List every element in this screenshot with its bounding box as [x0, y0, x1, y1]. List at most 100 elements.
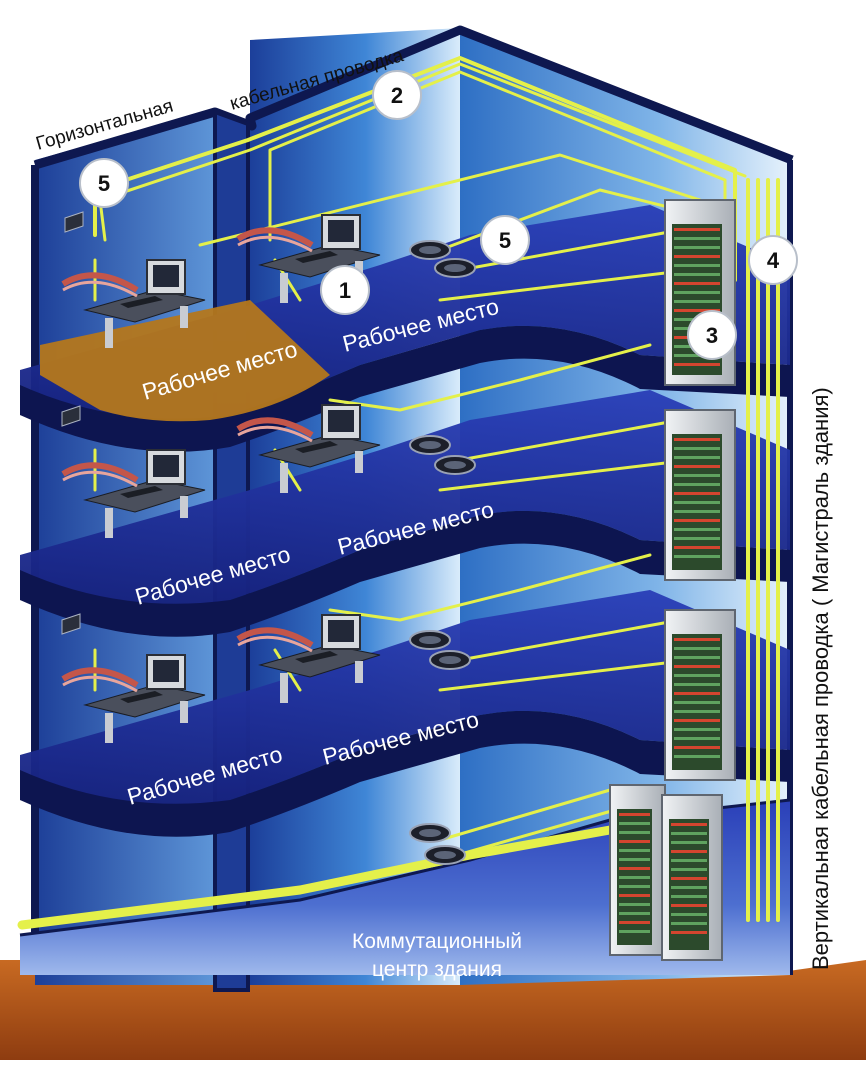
- workstation-4-desk-leg: [355, 451, 363, 473]
- workstation-1-patch-cord: [61, 272, 139, 293]
- rack-basement-a-unit: [619, 849, 650, 852]
- rack-floor-2-unit: [674, 474, 720, 477]
- rack-floor-3-unit: [674, 300, 720, 303]
- workstation-1-keyboard: [120, 296, 163, 308]
- rack-floor-3-unit: [674, 354, 720, 357]
- rack-floor-2-unit: [674, 447, 720, 450]
- marker-circle-1: [320, 265, 370, 315]
- floor-2-edge: [20, 510, 790, 637]
- items-group: [61, 211, 476, 865]
- workstation-5-screen: [153, 660, 179, 682]
- rack-floor-2-unit: [674, 510, 720, 513]
- rack-floor-1-unit: [674, 656, 720, 659]
- rack-floor-3-unit: [674, 237, 720, 240]
- marker-number-2: 2: [391, 83, 403, 108]
- workstation-1-desk: [83, 289, 206, 323]
- rack-floor-1-unit: [674, 728, 720, 731]
- rack-floor-3-unit: [674, 291, 720, 294]
- rack-floor-1: [664, 609, 736, 781]
- marker-number-4: 4: [767, 248, 780, 273]
- floor-cable-c-2: [328, 553, 652, 622]
- rack-basement-a-unit: [619, 822, 650, 825]
- rack-basement-b-unit: [671, 922, 707, 925]
- rack-basement-a-unit: [619, 858, 650, 861]
- workstation-3-patch-cord: [61, 462, 139, 483]
- rack-floor-1-unit: [674, 683, 720, 686]
- workstation-6-patch-cord: [236, 627, 314, 648]
- workstation-1-patch-cord: [62, 280, 138, 298]
- rack-floor-3-unit: [674, 309, 720, 312]
- workstation-3-keyboard: [120, 486, 163, 498]
- rack-basement-a-unit: [619, 930, 650, 933]
- vertical-caption: Вертикальная кабельная проводка ( Магист…: [808, 387, 833, 970]
- workstation-1-screen: [153, 265, 179, 287]
- workstation-3-desk-leg: [105, 508, 113, 538]
- rack-basement-b-unit: [671, 886, 707, 889]
- workstation-5-desk: [83, 684, 206, 718]
- rack-basement-b-unit: [671, 859, 707, 862]
- rack-basement-b-unit: [671, 868, 707, 871]
- floor-outlet-4-core: [419, 441, 441, 449]
- floor-cable-b-2: [438, 458, 692, 492]
- rack-basement-b-front: [669, 819, 709, 950]
- workstation-2-patch-cord: [236, 227, 314, 248]
- workstation-6-desk: [258, 644, 381, 678]
- floor-outlet-5-core: [439, 656, 461, 664]
- floor-outlet-6-core: [419, 636, 441, 644]
- rack-basement-b-unit: [671, 877, 707, 880]
- workstation-4-keyboard: [295, 441, 338, 453]
- rack-floor-1-unit: [674, 710, 720, 713]
- rack-basement-a-unit: [619, 885, 650, 888]
- marker-number-1: 1: [339, 278, 351, 303]
- floor-outlet-3-core: [444, 461, 466, 469]
- floor-outlet-1-core: [444, 264, 466, 272]
- workstation-4-patch-cord: [237, 425, 313, 443]
- rack-floor-1-unit: [674, 719, 720, 722]
- rack-floor-3: [664, 199, 736, 386]
- rack-floor-2-unit: [674, 456, 720, 459]
- floor-outlet-2-core: [419, 246, 441, 254]
- workstation-6-desk-leg: [280, 673, 288, 703]
- rack-floor-2-unit: [674, 537, 720, 540]
- floor-cable-a-2: [458, 418, 682, 462]
- floor-outlet-8-core: [419, 829, 441, 837]
- floor-3-surface: [20, 590, 790, 815]
- marker-circle-4: [748, 235, 798, 285]
- basement-cable-a: [438, 788, 612, 842]
- rack-floor-1-unit: [674, 647, 720, 650]
- workstation-6-patch-cord: [237, 635, 313, 653]
- workstation-1: [61, 259, 206, 348]
- floor-1-edge: [20, 325, 790, 452]
- rack-floor-1-unit: [674, 755, 720, 758]
- rack-basement-a: [609, 784, 666, 956]
- rack-floor-2-unit: [674, 528, 720, 531]
- workstation-5-desk-leg: [180, 701, 188, 723]
- workstation-1-desk-leg: [180, 306, 188, 328]
- marker-circle-2: [372, 70, 422, 120]
- marker-number-3: 3: [706, 323, 718, 348]
- workstation-2-keyboard: [295, 251, 338, 263]
- rack-floor-3-unit: [674, 246, 720, 249]
- workstation-3-desk: [83, 479, 206, 513]
- rack-floor-3-unit: [674, 363, 720, 366]
- workstation-5-patch-cord: [62, 675, 138, 693]
- workstation-3-screen: [153, 455, 179, 477]
- rack-basement-a-unit: [619, 867, 650, 870]
- workstation-5-desk-leg: [105, 713, 113, 743]
- rack-floor-1-unit: [674, 737, 720, 740]
- rack-floor-2-unit: [674, 483, 720, 486]
- rack-basement-b-unit: [671, 913, 707, 916]
- rack-floor-3-unit: [674, 273, 720, 276]
- marker-circle-3: [687, 310, 737, 360]
- workstation-3-patch-cord: [62, 470, 138, 488]
- rack-basement-a-unit: [619, 912, 650, 915]
- rack-floor-1-unit: [674, 674, 720, 677]
- workstation-1-desk-leg: [105, 318, 113, 348]
- workstation-4-desk: [258, 434, 381, 468]
- workstation-5: [61, 654, 206, 743]
- rack-basement-a-unit: [619, 840, 650, 843]
- rack-floor-1-unit: [674, 692, 720, 695]
- floor-cable-b-3: [438, 658, 692, 692]
